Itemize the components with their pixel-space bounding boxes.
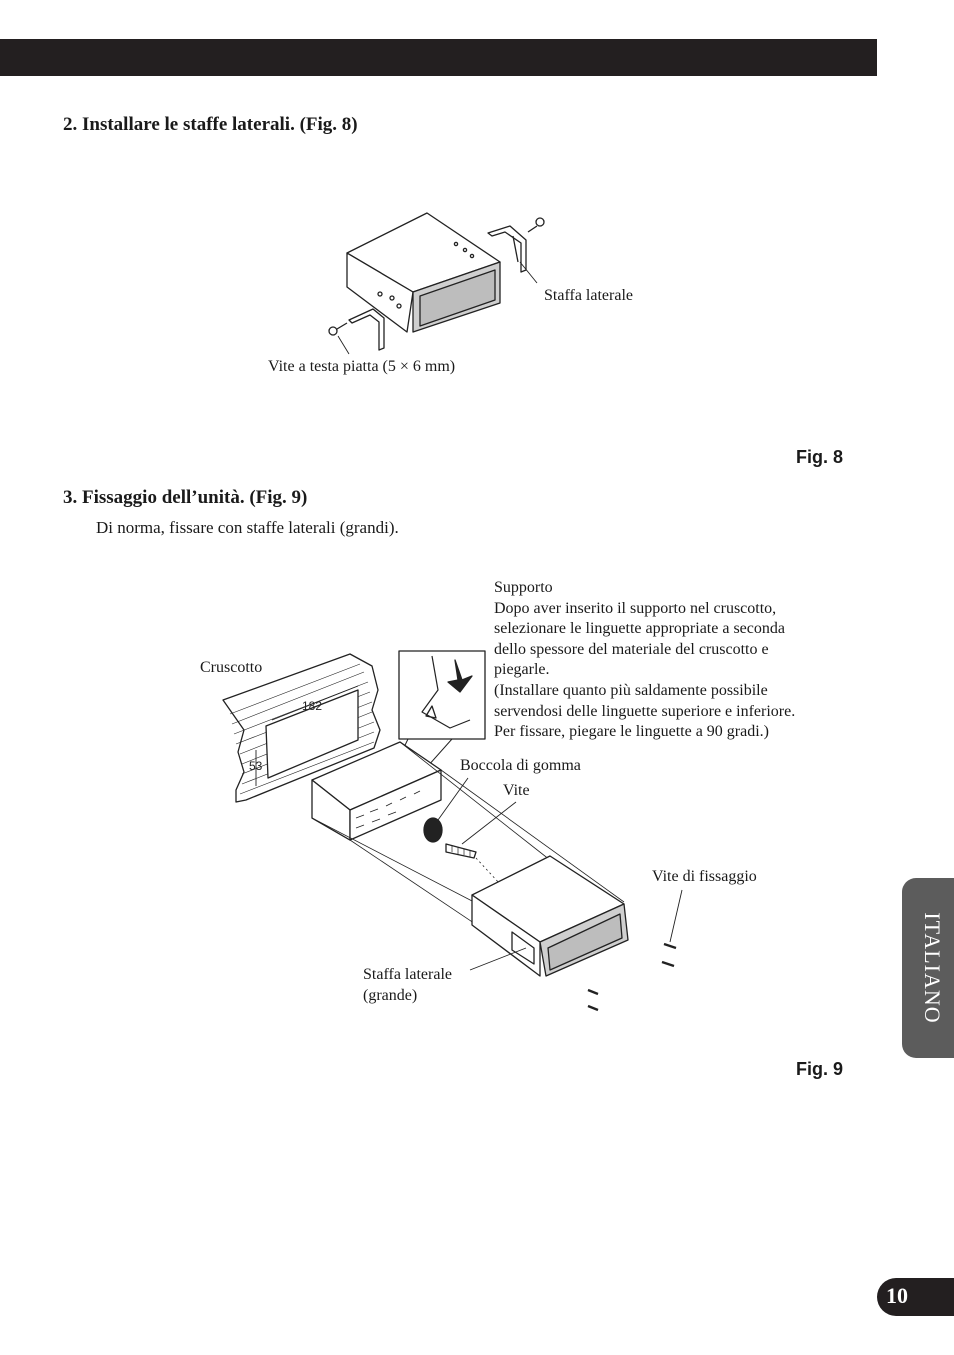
fig9-label-screw: Vite — [503, 782, 530, 799]
fig9-support-line: (Installare quanto più saldamente possib… — [494, 681, 768, 699]
fig9-support-line: selezionare le linguette appropriate a s… — [494, 620, 785, 638]
fig9-label-dashboard: Cruscotto — [200, 659, 263, 676]
fig8-caption: Fig. 8 — [796, 447, 844, 467]
language-tab-label: ITALIANO — [920, 912, 945, 1024]
fig9-support-line: Dopo aver inserito il supporto nel crusc… — [494, 599, 777, 617]
fig9-dim-width: 182 — [302, 699, 322, 713]
page-number: 10 — [886, 1283, 908, 1308]
fig9-support-line: piegarle. — [494, 661, 550, 679]
fig9-label-bracket-large: Staffa laterale (grande) — [363, 965, 452, 1006]
fig9-bracket-line: (grande) — [363, 986, 418, 1004]
fig9-support-line: servendosi delle linguette superiore e i… — [494, 702, 796, 720]
step-3-heading: 3. Fissaggio dell’unità. (Fig. 9) — [63, 487, 308, 508]
step-2-heading: 2. Installare le staffe laterali. (Fig. … — [63, 114, 358, 135]
fig9-label-support: Supporto Dopo aver inserito il supporto … — [494, 578, 795, 743]
fig9-bracket-line: Staffa laterale — [363, 966, 452, 983]
fig9-label-rubber-bush: Boccola di gomma — [460, 757, 581, 774]
fig9-label-fixing-screw: Vite di fissaggio — [652, 868, 757, 885]
fig9-support-line: dello spessore del materiale del cruscot… — [494, 640, 769, 658]
fig9-support-line: Supporto — [494, 579, 553, 596]
fig8-label-bracket: Staffa laterale — [544, 287, 633, 304]
fig9-caption: Fig. 9 — [796, 1059, 844, 1079]
fig9-support-line: Per fissare, piegare le linguette a 90 g… — [494, 723, 769, 741]
fig9-dim-height: 53 — [249, 759, 263, 773]
language-side-tab: ITALIANO — [902, 878, 954, 1058]
top-header-bar — [0, 39, 877, 76]
page-number-tab: 10 — [877, 1278, 954, 1316]
fig8-label-screw: Vite a testa piatta (5 × 6 mm) — [268, 358, 456, 375]
step-3-body: Di norma, fissare con staffe laterali (g… — [96, 518, 399, 537]
